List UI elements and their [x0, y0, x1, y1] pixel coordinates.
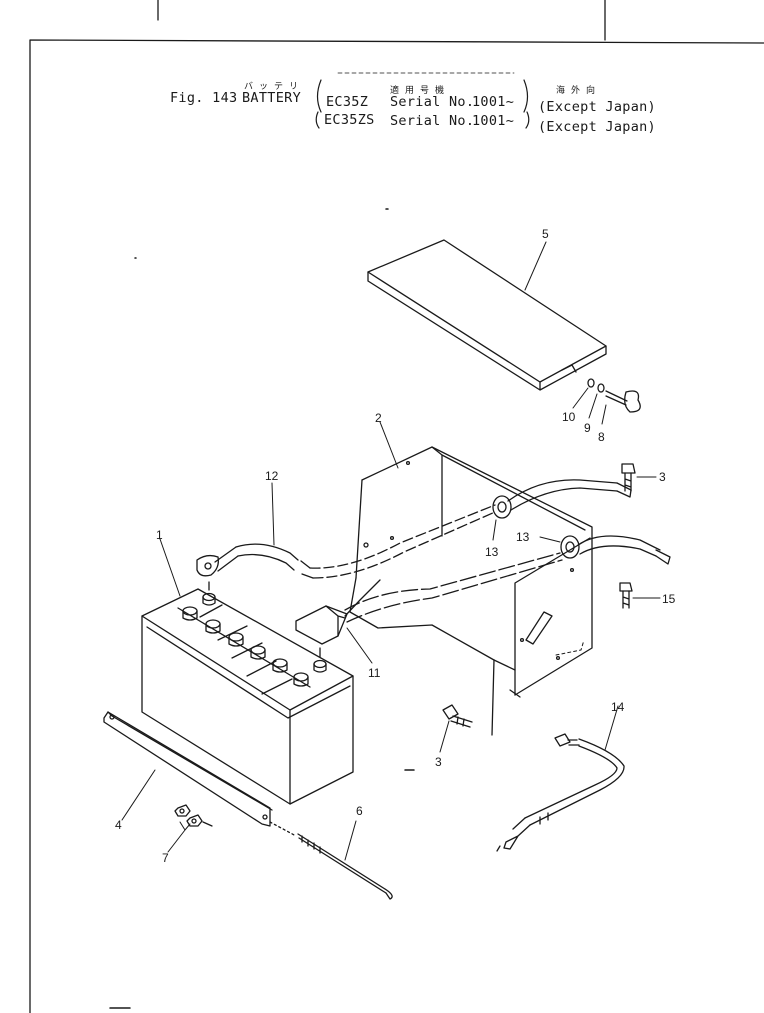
callout-5: 5: [542, 227, 549, 241]
scan-specks: [109, 208, 415, 1009]
battery: [141, 581, 354, 805]
callout-2: 2: [375, 411, 382, 425]
model-row-1-serial: 1001~: [472, 94, 515, 110]
callout-15: 15: [662, 592, 676, 606]
nuts: [174, 804, 213, 827]
destination-japanese: 海外向: [556, 86, 602, 96]
callout-numbers: 1 2 3 3 4 5 6 7 8 9 10 11 12 13 13 14 15: [115, 227, 676, 865]
hold-down-bar: [103, 711, 273, 827]
callout-3-lower: 3: [435, 755, 442, 769]
leader-lines: [121, 241, 661, 861]
sheet-border: [29, 0, 764, 1013]
callout-8: 8: [598, 430, 605, 444]
callout-4: 4: [115, 818, 122, 832]
callout-7: 7: [162, 851, 169, 865]
grommet-left: [492, 495, 512, 519]
model-row-2-serial: 1001~: [472, 113, 515, 129]
title-english: BATTERY: [242, 90, 301, 106]
model-row-1-destination: (Except Japan): [538, 99, 656, 115]
battery-caps: [182, 592, 327, 687]
cover-plate: [367, 239, 607, 391]
callout-13-left: 13: [485, 545, 499, 559]
battery-box: [349, 446, 593, 736]
washer-10: [587, 378, 595, 388]
positive-cable: [196, 479, 632, 579]
callout-3-top: 3: [659, 470, 666, 484]
callout-10: 10: [562, 410, 576, 424]
callout-11: 11: [368, 666, 381, 680]
callout-14: 14: [611, 700, 625, 714]
model-row-1-model: EC35Z: [326, 94, 369, 110]
bolt-top-right: [621, 463, 636, 492]
model-row-2-destination: (Except Japan): [538, 119, 656, 135]
bolt-15: [619, 582, 633, 609]
callout-6: 6: [356, 804, 363, 818]
callout-12: 12: [265, 469, 279, 483]
callout-1: 1: [156, 528, 163, 542]
title-japanese: バッテリ: [244, 82, 305, 92]
applicable-units-japanese: 適用号機: [390, 86, 451, 96]
grommet-right: [560, 535, 580, 559]
callout-9: 9: [584, 421, 591, 435]
ground-cable: [496, 733, 625, 852]
model-row-1-serial-prefix: Serial No.: [390, 94, 475, 110]
model-row-2-model: EC35ZS: [324, 112, 375, 128]
terminal-boot: [295, 535, 671, 645]
header-brackets: [315, 72, 530, 129]
model-row-2-serial-prefix: Serial No.: [390, 113, 475, 129]
j-bolt: [269, 821, 393, 900]
callout-13-right: 13: [516, 530, 530, 544]
figure-label: Fig. 143: [170, 90, 238, 106]
bolt-lower: [442, 704, 473, 728]
wing-bolt-8: [605, 390, 641, 413]
lock-washer-9: [597, 383, 605, 393]
